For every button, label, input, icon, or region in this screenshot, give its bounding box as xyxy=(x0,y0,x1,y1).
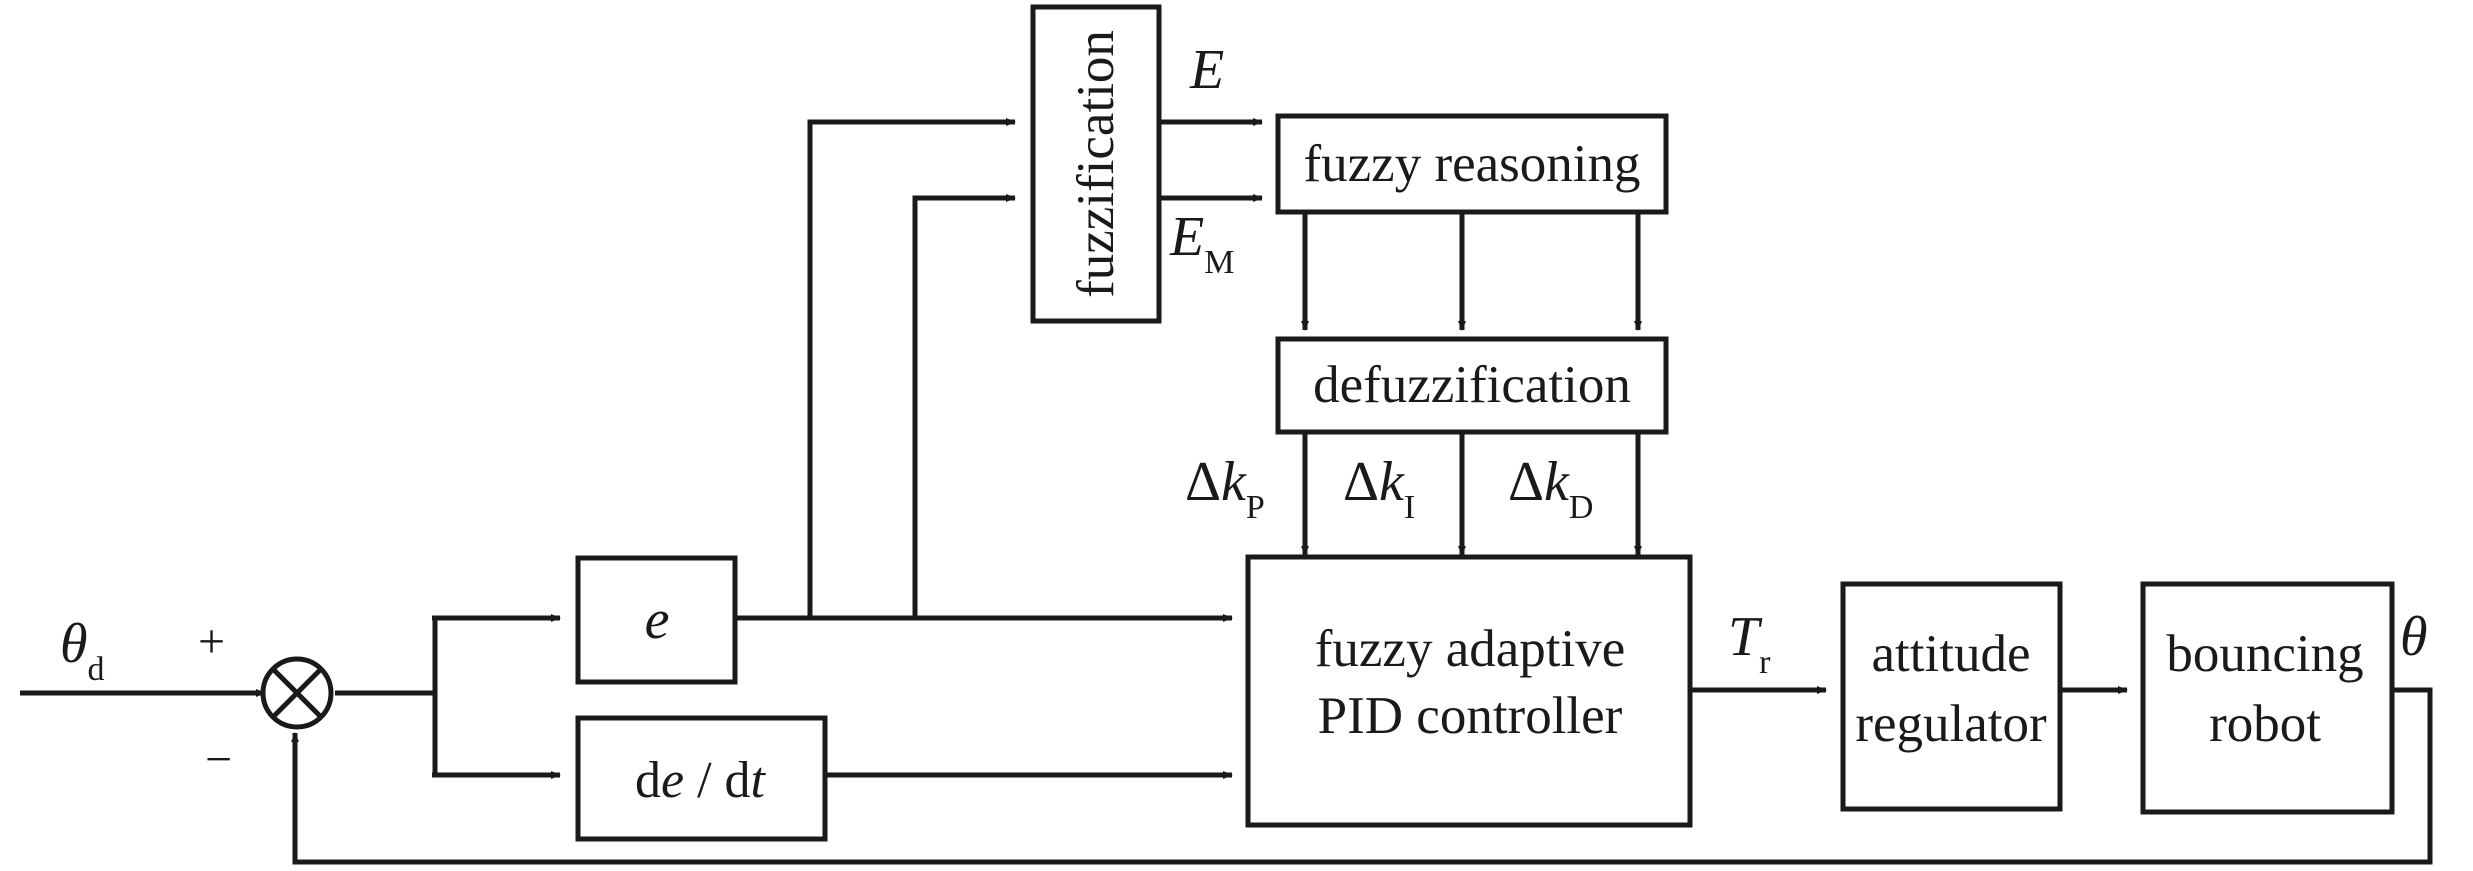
attitude-regulator-block: attitude regulator xyxy=(1840,581,2063,812)
signal-E-label: E xyxy=(1189,39,1224,101)
bouncing-robot-line1: bouncing xyxy=(2166,625,2363,683)
theta-output-label: θ xyxy=(2400,606,2428,668)
fuzzy-reasoning-label: fuzzy reasoning xyxy=(1304,135,1641,193)
derivative-block: de / dt xyxy=(575,715,828,842)
delta-kd-label: ΔkD xyxy=(1508,451,1593,526)
fuzzy-reasoning-block: fuzzy reasoning xyxy=(1275,113,1669,215)
controller-label-line2: PID controller xyxy=(1318,687,1623,745)
error-label: e xyxy=(645,589,670,651)
controller-block: fuzzy adaptive PID controller xyxy=(1245,554,1693,828)
delta-kp-label: ΔkP xyxy=(1185,451,1265,526)
delta-ki-label: ΔkI xyxy=(1343,451,1415,526)
theta-d-label: θd xyxy=(60,613,105,688)
defuzzification-label: defuzzification xyxy=(1313,356,1631,414)
attitude-regulator-line1: attitude xyxy=(1872,625,2031,683)
plus-sign: + xyxy=(198,615,225,668)
minus-sign: − xyxy=(205,733,232,786)
bouncing-robot-block: bouncing robot xyxy=(2140,581,2395,815)
summing-junction xyxy=(260,656,334,730)
bouncing-robot-line2: robot xyxy=(2209,695,2321,753)
derivative-label: de / dt xyxy=(635,752,767,809)
feedback-wire xyxy=(291,687,2433,865)
fuzzification-block: fuzzification xyxy=(1030,4,1162,324)
controller-label-line1: fuzzy adaptive xyxy=(1315,620,1625,678)
defuzzification-block: defuzzification xyxy=(1275,336,1669,435)
fuzzification-label: fuzzification xyxy=(1067,30,1125,298)
e-to-fuzzification-wire xyxy=(807,118,1016,618)
signal-EM-label: EM xyxy=(1169,206,1234,281)
e-to-fuzzification-wire-2 xyxy=(912,194,1016,618)
torque-label: Tr xyxy=(1728,606,1771,681)
attitude-regulator-line2: regulator xyxy=(1855,695,2047,753)
error-block: e xyxy=(575,555,738,685)
